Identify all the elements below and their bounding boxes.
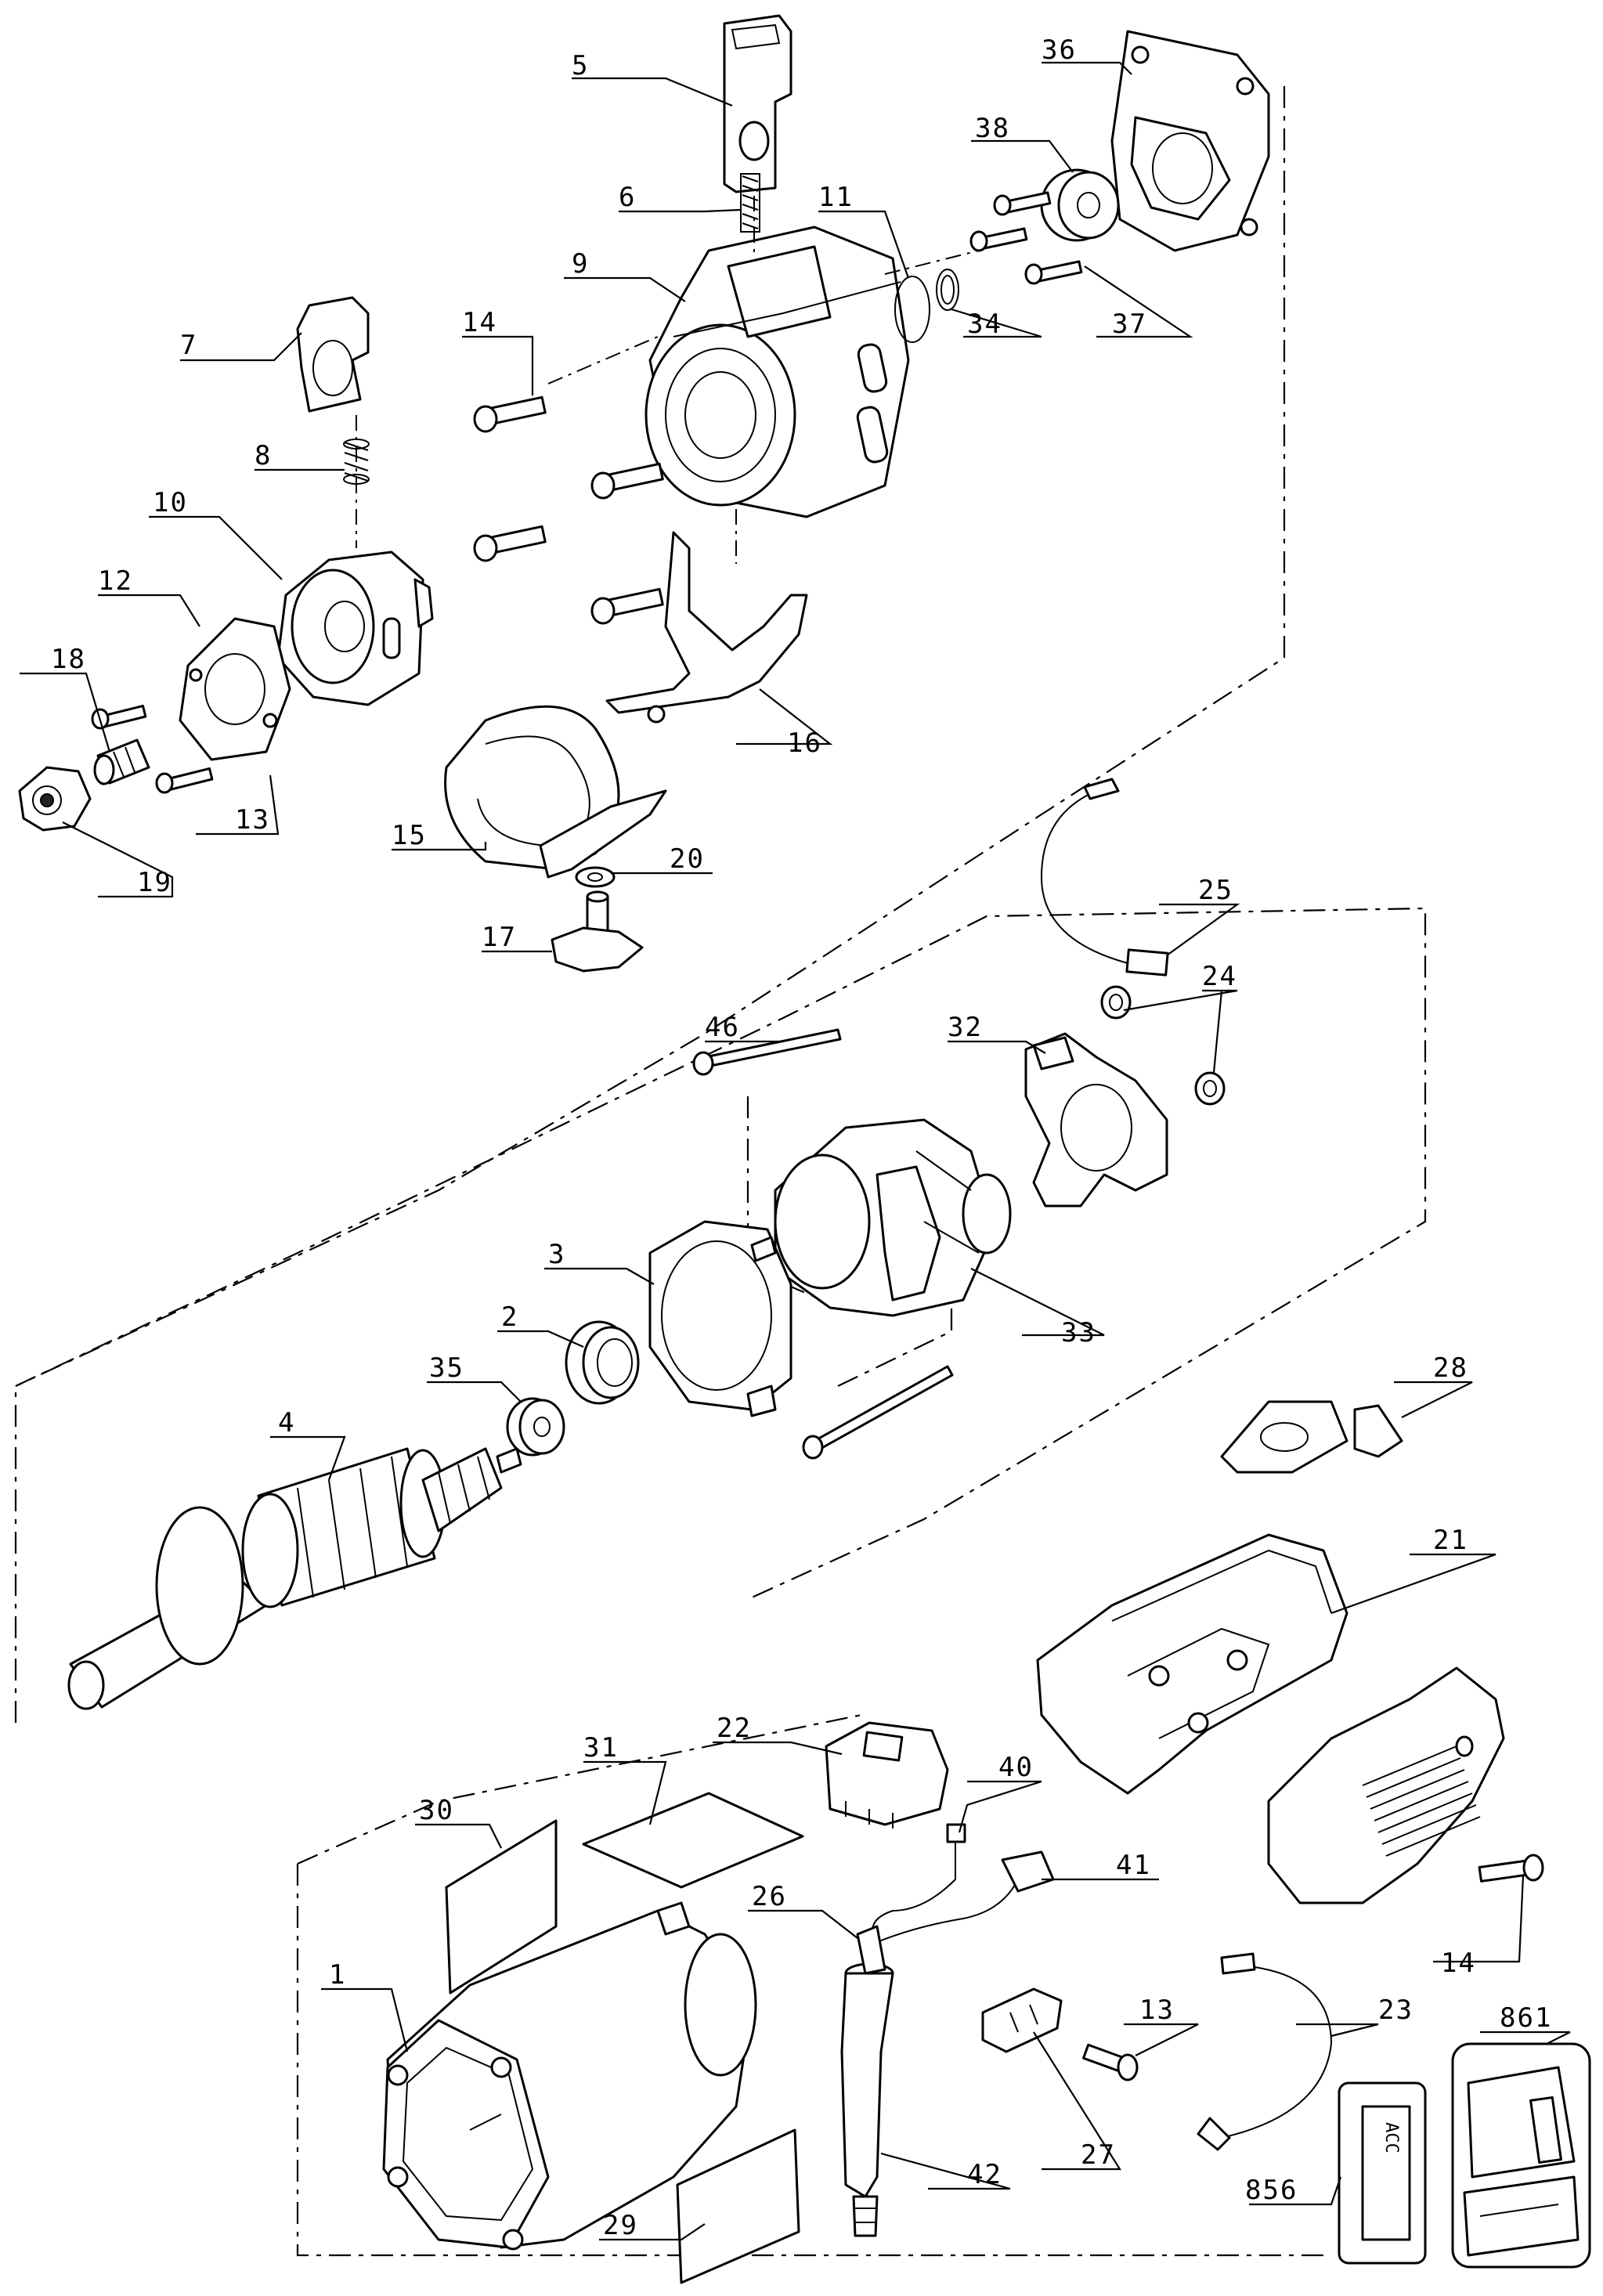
part-3-baffle	[648, 1220, 792, 1417]
part-13-screw-lower	[1082, 2043, 1139, 2081]
part-19-collet-nut	[18, 766, 92, 832]
part-21-housing	[1036, 1533, 1505, 1904]
part-14-screws	[473, 395, 664, 625]
label-part-22: 22	[717, 1713, 752, 1744]
label-part-17: 17	[482, 922, 517, 953]
part-25-lead-wire	[1040, 778, 1169, 977]
label-part-4: 4	[278, 1407, 295, 1439]
alignment-lines	[356, 196, 980, 564]
label-part-3: 3	[548, 1239, 565, 1270]
label-part-40: 40	[998, 1752, 1034, 1783]
part-24-springs	[1100, 985, 1226, 1106]
part-31-label	[582, 1792, 804, 1889]
part-861-case	[1451, 2042, 1591, 2269]
label-part-2: 2	[501, 1301, 518, 1333]
label-part-8: 8	[255, 440, 272, 471]
label-part-13: 13	[235, 804, 270, 836]
part-1-motor-housing	[382, 1901, 757, 2251]
label-part-23: 23	[1378, 1995, 1413, 2026]
label-part-14-lower: 14	[1441, 1948, 1476, 1979]
label-part-1: 1	[329, 1959, 346, 1991]
label-part-42: 42	[967, 2159, 1002, 2190]
label-part-34: 34	[967, 309, 1002, 340]
label-part-18: 18	[51, 644, 86, 675]
label-part-46: 46	[705, 1012, 740, 1043]
label-part-856: 856	[1245, 2175, 1298, 2206]
part-856-accessory-card: ACC	[1338, 2081, 1427, 2265]
label-part-41: 41	[1116, 1850, 1151, 1881]
label-part-32: 32	[948, 1012, 983, 1043]
part-28-cover	[1220, 1400, 1403, 1474]
part-22-switch	[825, 1721, 949, 1828]
part-11-retaining-ring	[894, 276, 930, 343]
part-14-screw-lower	[1478, 1854, 1544, 1883]
label-part-33: 33	[1061, 1317, 1096, 1348]
label-part-6: 6	[619, 182, 636, 213]
middle-group-boundary	[14, 907, 1427, 1723]
leader-lines	[20, 61, 1571, 2241]
part-26-cord-protector	[856, 1925, 886, 1975]
part-33-field	[774, 1118, 1012, 1317]
label-part-5: 5	[572, 50, 589, 81]
accessory-badge-text: ACC	[1381, 2122, 1401, 2153]
part-9-gear-housing	[644, 226, 910, 518]
part-4-armature	[67, 1447, 522, 1710]
part-number-labels: 5 36 38 6 11 9 34 37 14 7 8 10 12 18 16 …	[51, 34, 1552, 2241]
label-part-24: 24	[1202, 961, 1237, 992]
part-6-spring	[740, 173, 760, 233]
label-part-16: 16	[787, 727, 822, 759]
part-37-screws	[969, 191, 1083, 285]
part-15-guard	[444, 705, 667, 879]
label-part-27: 27	[1081, 2139, 1116, 2171]
label-part-14: 14	[462, 307, 497, 338]
label-part-10: 10	[153, 487, 188, 518]
part-35-bearing	[506, 1397, 565, 1457]
part-16-bracket	[605, 531, 808, 724]
part-30-label	[445, 1819, 558, 1995]
label-part-29: 29	[603, 2210, 638, 2241]
label-part-20: 20	[670, 843, 705, 875]
label-part-25: 25	[1198, 875, 1233, 906]
label-part-7: 7	[180, 330, 197, 361]
part-17-knob	[551, 890, 644, 973]
part-5-cap	[723, 14, 792, 193]
label-part-38: 38	[975, 113, 1010, 144]
part-40-wire	[872, 1823, 966, 1935]
part-18-collet	[93, 738, 150, 785]
part-7-lock-button	[296, 296, 370, 413]
part-27-clamp	[981, 1987, 1063, 2053]
part-10-lock-housing	[276, 551, 434, 706]
label-part-861: 861	[1500, 2002, 1552, 2034]
label-part-28: 28	[1433, 1352, 1468, 1384]
label-part-12: 12	[98, 565, 133, 597]
part-20-washer	[575, 866, 616, 888]
lower-group-boundary	[296, 1713, 1331, 2257]
label-part-13-lower: 13	[1139, 1995, 1175, 2026]
part-29-label	[676, 2128, 800, 2284]
label-part-11: 11	[818, 182, 854, 213]
part-38-bearing	[1040, 168, 1120, 242]
part-2-ring	[565, 1320, 640, 1405]
part-46-bolts	[692, 1028, 954, 1460]
part-12-plate	[179, 617, 291, 761]
upper-group-boundary	[15, 86, 1286, 1387]
part-36-backing-plate	[1110, 30, 1270, 252]
part-34-snap-ring	[936, 269, 959, 311]
part-41-wire	[876, 1850, 1055, 1943]
label-part-15: 15	[392, 820, 427, 851]
label-part-35: 35	[429, 1352, 464, 1384]
label-part-19: 19	[137, 867, 172, 898]
part-32-brush-holder	[1024, 1032, 1168, 1208]
label-part-31: 31	[583, 1732, 619, 1764]
label-part-21: 21	[1433, 1525, 1468, 1556]
label-part-30: 30	[419, 1795, 454, 1826]
label-part-26: 26	[752, 1881, 787, 1912]
label-part-9: 9	[572, 248, 589, 280]
part-42-side-handle	[840, 1962, 894, 2237]
part-23-lead-wire	[1197, 1952, 1333, 2151]
label-part-37: 37	[1112, 309, 1147, 340]
label-part-36: 36	[1042, 34, 1077, 66]
